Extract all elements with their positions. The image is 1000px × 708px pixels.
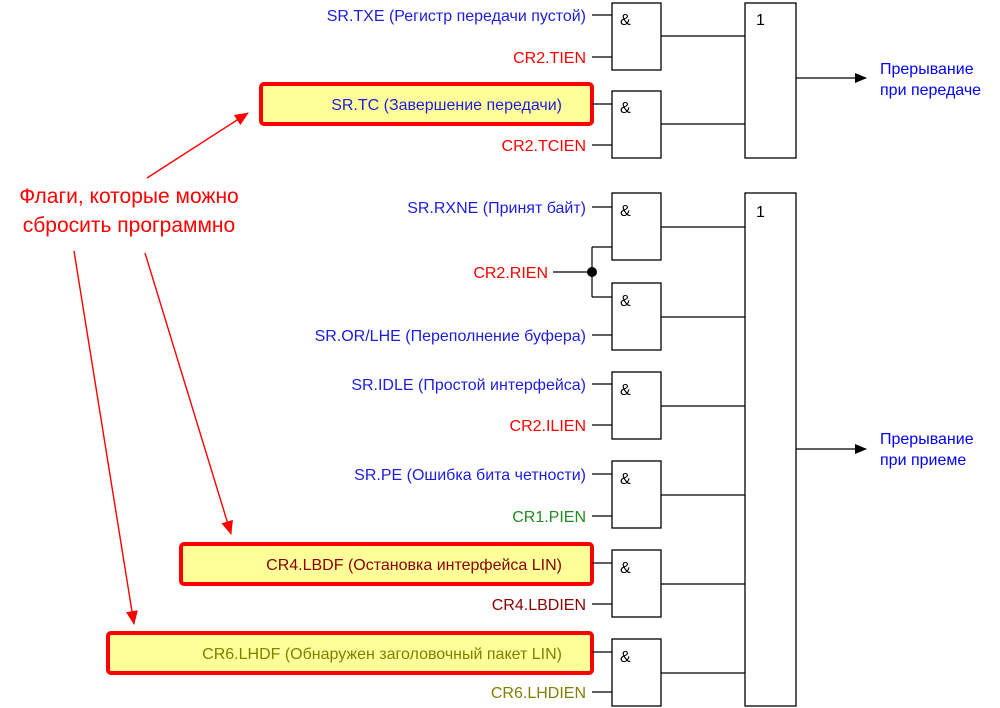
label-cr4-lbdf: CR4.LBDF (Остановка интерфейса LIN) xyxy=(266,557,562,574)
junction-dot xyxy=(587,267,597,277)
svg-text:&: & xyxy=(620,560,631,577)
svg-text:&: & xyxy=(620,471,631,488)
svg-text:&: & xyxy=(620,293,631,310)
and-gate-or-lhe: & xyxy=(611,282,662,351)
label-cr2-tien: CR2.TIEN xyxy=(513,50,586,67)
rx-output-label-line1: Прерывание xyxy=(880,431,974,448)
svg-text:&: & xyxy=(620,12,631,29)
label-cr4-lbdien: CR4.LBDIEN xyxy=(492,597,586,614)
and-gate-rxne: & xyxy=(611,192,662,261)
svg-text:&: & xyxy=(620,649,631,666)
svg-text:1: 1 xyxy=(756,204,765,221)
tx-output-label-line1: Прерывание xyxy=(880,61,974,78)
note-line2: сбросить программно xyxy=(23,214,235,237)
cr4-lbdf-highlight xyxy=(179,542,594,586)
note-arrow-to-sr-tc xyxy=(146,112,249,179)
note-arrow-to-cr4-lbdf xyxy=(144,252,233,535)
label-sr-pe: SR.PE (Ошибка бита четности) xyxy=(354,467,586,484)
signal-labels: SR.TXE (Регистр передачи пустой) CR2.TIE… xyxy=(202,8,586,702)
svg-text:&: & xyxy=(620,203,631,220)
rx-output-label-line2: при приеме xyxy=(880,452,966,469)
and-gate-txe: & xyxy=(611,2,662,71)
and-gate-pe: & xyxy=(611,460,662,529)
label-sr-tc: SR.TC (Завершение передачи) xyxy=(331,97,562,114)
svg-text:1: 1 xyxy=(756,12,765,29)
tx-output-label-line2: при передаче xyxy=(880,82,981,99)
and-gate-lbdf: & xyxy=(611,549,662,618)
cr6-lhdf-highlight xyxy=(106,631,594,675)
label-cr2-tcien: CR2.TCIEN xyxy=(502,138,586,155)
label-cr6-lhdien: CR6.LHDIEN xyxy=(491,685,586,702)
and-gate-idle: & xyxy=(611,371,662,440)
or-gate-tx: 1 xyxy=(744,2,797,159)
label-cr1-pien: CR1.PIEN xyxy=(512,509,586,526)
svg-text:&: & xyxy=(620,382,631,399)
label-cr2-ilien: CR2.ILIEN xyxy=(510,418,586,435)
note-line1: Флаги, которые можно xyxy=(19,185,238,208)
input-wires xyxy=(553,14,612,693)
label-cr6-lhdf: CR6.LHDF (Обнаружен заголовочный пакет L… xyxy=(202,646,562,663)
label-sr-or-lhe: SR.OR/LHE (Переполнение буфера) xyxy=(315,328,586,345)
note-arrow-to-cr6-lhdf xyxy=(73,250,138,625)
label-cr2-rien: CR2.RIEN xyxy=(473,265,548,282)
and-gate-tc: & xyxy=(611,90,662,159)
label-sr-txe: SR.TXE (Регистр передачи пустой) xyxy=(327,8,586,25)
or-gate-rx: 1 xyxy=(744,192,797,707)
gate-output-wires xyxy=(661,35,745,674)
label-sr-idle: SR.IDLE (Простой интерфейса) xyxy=(351,377,586,394)
label-sr-rxne: SR.RXNE (Принят байт) xyxy=(407,200,586,217)
and-gate-lhdf: & xyxy=(611,638,662,707)
svg-text:&: & xyxy=(620,100,631,117)
